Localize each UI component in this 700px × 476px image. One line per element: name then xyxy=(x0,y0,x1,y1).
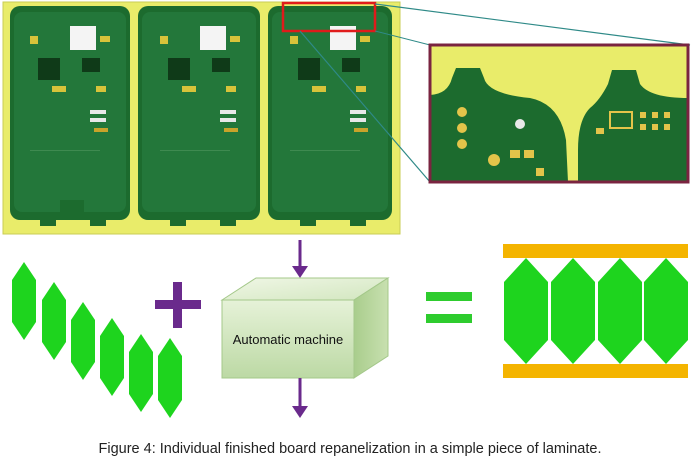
leader-line-bottom xyxy=(299,30,431,183)
laminated-piece-4 xyxy=(644,258,688,364)
automatic-machine-box: Automatic machine xyxy=(220,277,390,379)
equals-icon xyxy=(426,292,472,323)
board-piece-6 xyxy=(158,338,182,418)
board-piece-4 xyxy=(100,318,124,396)
individual-boards-group xyxy=(12,262,182,418)
arrow-down-top-icon xyxy=(292,240,308,278)
pcb-panel-photo xyxy=(2,1,401,235)
machine-label: Automatic machine xyxy=(233,332,344,347)
pcb-board-1 xyxy=(10,6,130,220)
pcb-board-2 xyxy=(138,6,260,220)
highlight-region-box xyxy=(281,1,377,33)
board-piece-5 xyxy=(129,334,153,412)
laminate-top-strip xyxy=(503,244,688,258)
leader-line-top xyxy=(374,3,691,46)
laminated-piece-2 xyxy=(551,258,595,364)
plus-icon xyxy=(155,282,201,328)
zoom-callout xyxy=(428,43,690,184)
arrow-down-bottom-icon xyxy=(292,378,308,418)
board-piece-1 xyxy=(12,262,36,340)
laminate-result-group xyxy=(503,244,688,378)
laminated-piece-1 xyxy=(504,258,548,364)
callout-border xyxy=(428,43,690,184)
board-piece-3 xyxy=(71,302,95,380)
board-piece-2 xyxy=(42,282,66,360)
laminated-piece-3 xyxy=(598,258,642,364)
pcb-board-3 xyxy=(268,6,392,220)
laminate-bottom-strip xyxy=(503,364,688,378)
figure-caption: Figure 4: Individual finished board repa… xyxy=(98,441,602,457)
